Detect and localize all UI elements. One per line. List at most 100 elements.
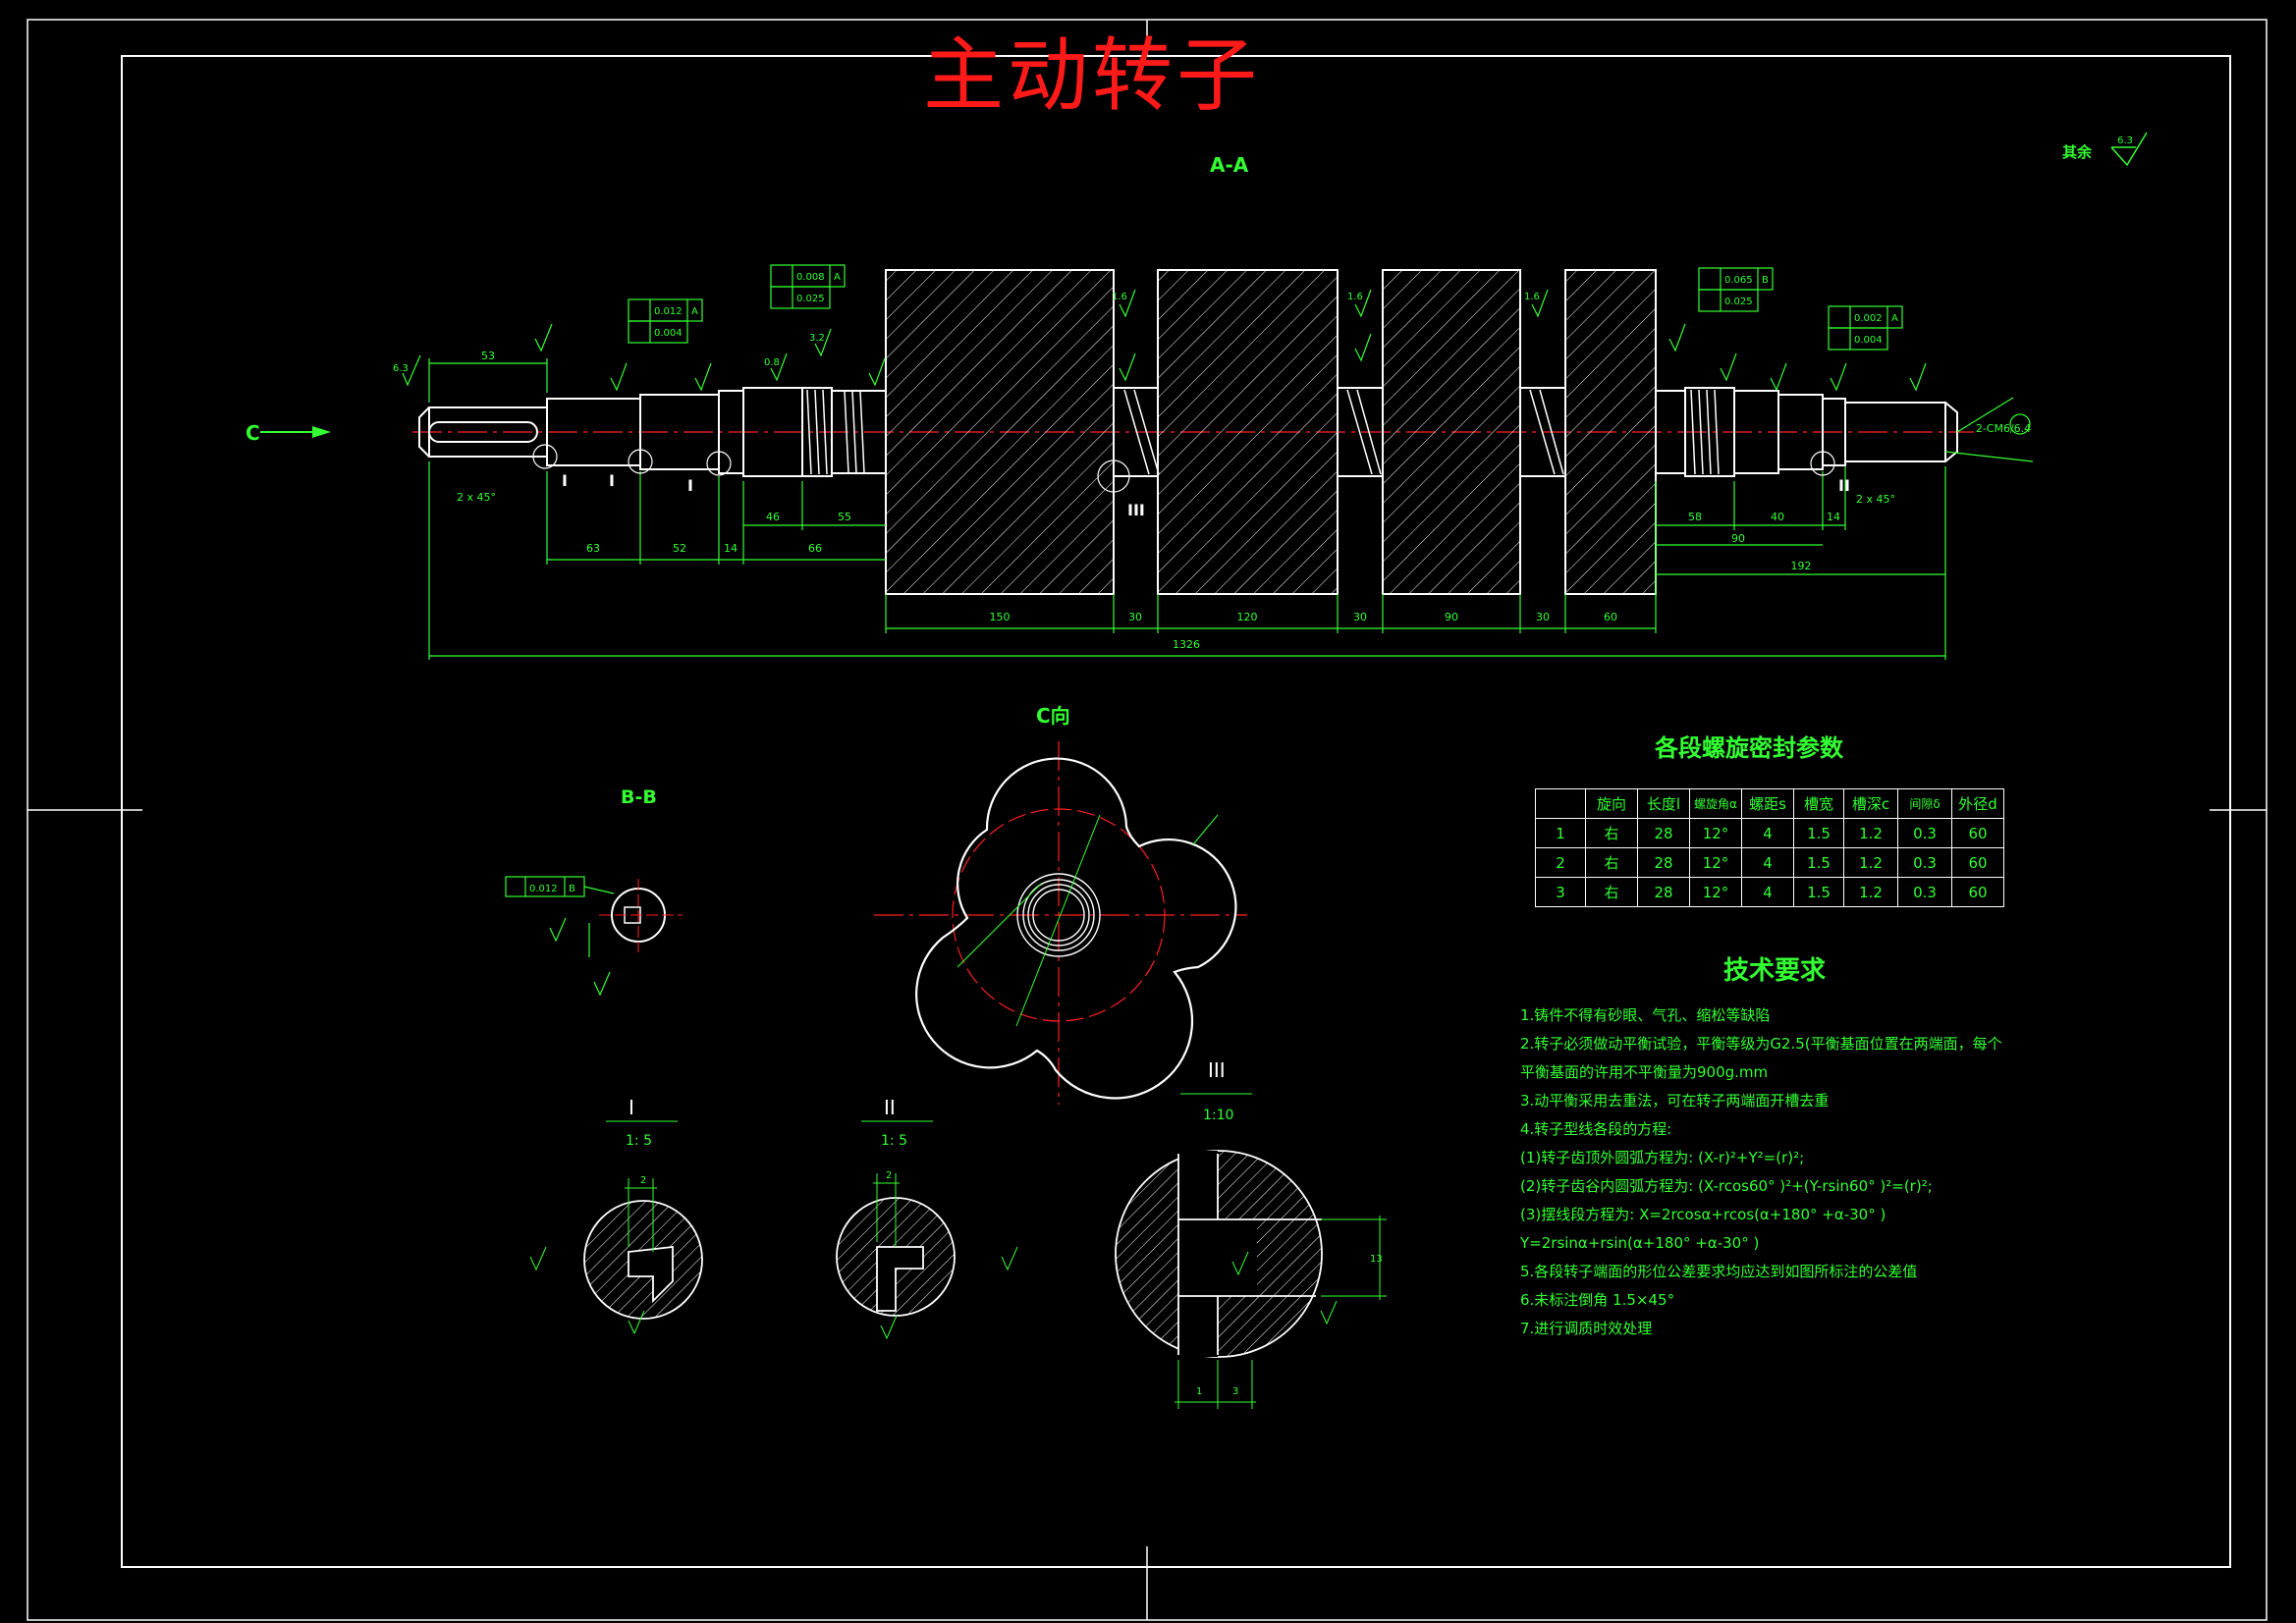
table-cell: 1.5 — [1793, 847, 1844, 878]
dim-14b: 14 — [1827, 511, 1840, 523]
tech-title: 技术要求 — [1723, 956, 1827, 986]
rest-note: 其余 — [2062, 143, 2093, 161]
tech-line: 4.转子型线各段的方程: — [1520, 1120, 1672, 1138]
detail-iii-dim1: 1 — [1196, 1386, 1202, 1397]
dim-150: 150 — [990, 611, 1011, 623]
tol-left-1: 0.012 — [654, 306, 683, 317]
dim-120: 120 — [1237, 611, 1258, 623]
tech-line: (3)摆线段方程为: X=2rcosα+rcos(α+180° +α-30° ) — [1520, 1206, 1886, 1223]
detail-iii-dim13: 13 — [1370, 1254, 1383, 1265]
table-cell: 3 — [1535, 877, 1586, 907]
tol-mid-1: 0.008 — [796, 272, 825, 283]
rest-rough-value: 6.3 — [2117, 135, 2133, 146]
table-cell: 右 — [1585, 847, 1638, 878]
table-header-row: 旋向 长度l 螺旋角α 螺距s 槽宽 槽深c 间隙δ 外径d — [1535, 788, 2004, 819]
tech-line: Y=2rsinα+rsin(α+180° +α-30° ) — [1520, 1234, 1760, 1252]
rough-63-left: 6.3 — [393, 363, 409, 374]
callout-i-1: I — [562, 471, 568, 490]
sheet-frame — [27, 19, 2268, 1621]
tech-line: (2)转子齿谷内圆弧方程为: (X-rcos60° )²+(Y-rsin60° … — [1520, 1177, 1933, 1195]
detail-i-label: I — [629, 1096, 634, 1119]
chamfer-left: 2 x 45° — [457, 491, 496, 504]
dim-30c: 30 — [1536, 611, 1550, 623]
table-row: 1 右 28 12° 4 1.5 1.2 0.3 60 — [1535, 818, 2004, 848]
dim-60: 60 — [1604, 611, 1617, 623]
table-cell: 1.5 — [1793, 818, 1844, 848]
tol-left-datum: A — [691, 306, 698, 317]
table-header: 间隙δ — [1897, 788, 1952, 819]
table-cell: 1.2 — [1843, 847, 1898, 878]
drawing-title: 主动转子 — [923, 29, 1262, 123]
table-header: 外径d — [1951, 788, 2004, 819]
dim-total: 1326 — [1173, 638, 1200, 651]
dim-52: 52 — [673, 542, 686, 555]
table-cell: 0.3 — [1897, 818, 1952, 848]
shaft-main-view: 63 52 14 46 55 66 150 30 120 30 90 30 60… — [246, 264, 2034, 660]
tol-r-datum: A — [1891, 313, 1898, 324]
tech-line: (1)转子齿顶外圆弧方程为: (X-r)²+Y²=(r)²; — [1520, 1149, 1805, 1166]
tol-mid-2: 0.025 — [796, 294, 825, 304]
table-cell: 12° — [1689, 818, 1742, 848]
seal-params-table: 旋向 长度l 螺旋角α 螺距s 槽宽 槽深c 间隙δ 外径d 1 右 28 12… — [1535, 788, 2004, 907]
table-cell: 60 — [1951, 847, 2004, 878]
detail-ii-label: II — [884, 1096, 896, 1119]
bb-section: B-B 0.012 B — [505, 786, 683, 997]
seal-table-title: 各段螺旋密封参数 — [1655, 734, 1843, 762]
detail-i: I 1: 5 2 — [529, 1096, 703, 1335]
table-cell: 12° — [1689, 877, 1742, 907]
tech-line: 平衡基面的许用不平衡量为900g.mm — [1520, 1063, 1769, 1081]
table-cell: 1 — [1535, 818, 1586, 848]
dim-55: 55 — [838, 511, 851, 523]
rough-16-c: 1.6 — [1524, 292, 1540, 302]
tol-left-2: 0.004 — [654, 328, 683, 339]
detail-iii-dim3: 3 — [1232, 1386, 1238, 1397]
tol-tr-datum: B — [1762, 275, 1769, 286]
c-view-arrow: C — [246, 421, 331, 445]
dim-40: 40 — [1771, 511, 1784, 523]
dim-14a: 14 — [724, 542, 738, 555]
dim-53: 53 — [481, 350, 495, 362]
table-header: 螺旋角α — [1689, 788, 1742, 819]
bb-tol-value: 0.012 — [529, 884, 558, 894]
table-cell: 28 — [1637, 847, 1690, 878]
tech-line: 3.动平衡采用去重法，可在转子两端面开槽去重 — [1520, 1092, 1830, 1109]
detail-i-dim: 2 — [640, 1175, 646, 1186]
table-header: 槽宽 — [1793, 788, 1844, 819]
tech-line: 7.进行调质时效处理 — [1520, 1320, 1653, 1337]
detail-ii-dim: 2 — [886, 1170, 892, 1181]
dim-192: 192 — [1791, 560, 1812, 572]
c-arrow-label: C — [246, 421, 260, 445]
table-cell: 60 — [1951, 818, 2004, 848]
table-row: 2 右 28 12° 4 1.5 1.2 0.3 60 — [1535, 847, 2004, 878]
table-cell: 1.2 — [1843, 877, 1898, 907]
table-cell: 12° — [1689, 847, 1742, 878]
detail-iii-label: III — [1208, 1058, 1226, 1082]
callout-iii: III — [1127, 501, 1145, 519]
tol-r-1: 0.002 — [1854, 313, 1883, 324]
tech-requirements: 1.铸件不得有砂眼、气孔、缩松等缺陷 2.转子必须做动平衡试验，平衡等级为G2.… — [1520, 1001, 2002, 1343]
table-cell: 4 — [1741, 877, 1794, 907]
table-cell: 右 — [1585, 818, 1638, 848]
rough-08: 0.8 — [764, 357, 780, 368]
table-cell: 4 — [1741, 818, 1794, 848]
rough-32: 3.2 — [809, 333, 825, 344]
table-cell: 28 — [1637, 877, 1690, 907]
detail-i-scale: 1: 5 — [626, 1133, 652, 1149]
table-header: 槽深c — [1843, 788, 1898, 819]
detail-iii: III 1:10 1 3 13 — [1115, 1058, 1387, 1409]
detail-ii-scale: 1: 5 — [881, 1133, 907, 1149]
dim-30b: 30 — [1353, 611, 1367, 623]
tol-tr-2: 0.025 — [1724, 297, 1753, 307]
table-cell: 60 — [1951, 877, 2004, 907]
tech-line: 2.转子必须做动平衡试验，平衡等级为G2.5(平衡基面位置在两端面，每个 — [1520, 1035, 2002, 1053]
table-cell: 0.3 — [1897, 847, 1952, 878]
detail-ii: II 1: 5 2 — [836, 1096, 1018, 1340]
tol-tr-1: 0.065 — [1724, 275, 1753, 286]
chamfer-right: 2 x 45° — [1856, 493, 1895, 506]
dim-30a: 30 — [1128, 611, 1142, 623]
table-cell: 1.5 — [1793, 877, 1844, 907]
table-row: 3 右 28 12° 4 1.5 1.2 0.3 60 — [1535, 877, 2004, 907]
detail-iii-scale: 1:10 — [1203, 1108, 1233, 1123]
dim-46: 46 — [766, 511, 780, 523]
